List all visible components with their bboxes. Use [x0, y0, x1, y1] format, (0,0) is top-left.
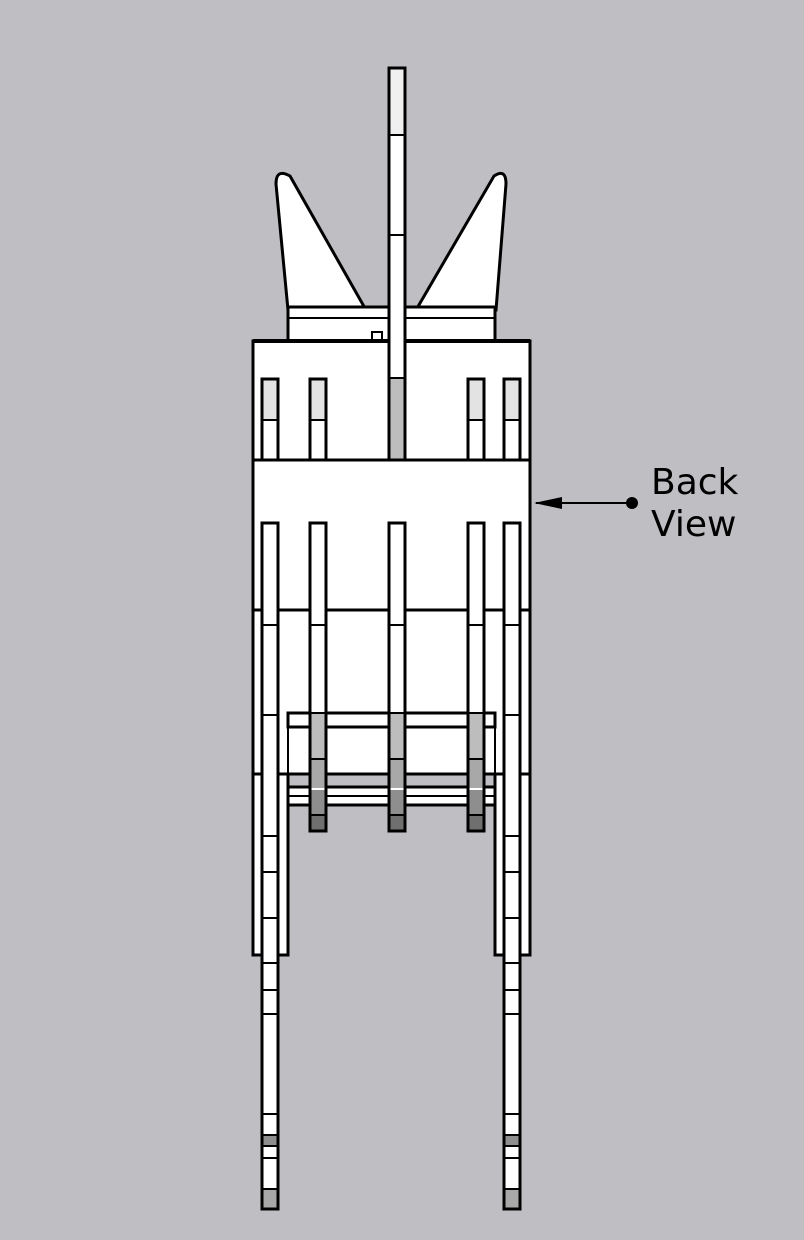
- latch-arm-right: [413, 171, 508, 312]
- arrowhead-icon: [534, 497, 562, 509]
- center-pin: [387, 66, 407, 462]
- callout-line-1: Back: [651, 462, 739, 503]
- callout-line-2: View: [651, 504, 737, 545]
- leader-dot-icon: [626, 497, 638, 509]
- latch-arm-left: [274, 171, 369, 312]
- mid-pins: [308, 521, 486, 833]
- callout-leader: [534, 497, 638, 509]
- outer-leg-left: [260, 521, 280, 1211]
- outer-leg-right: [502, 521, 522, 1211]
- outer-legs: [260, 521, 522, 1211]
- callout-label: Back View: [651, 462, 738, 546]
- latch-arms: [274, 171, 508, 312]
- cross-bar-ends: [287, 713, 496, 805]
